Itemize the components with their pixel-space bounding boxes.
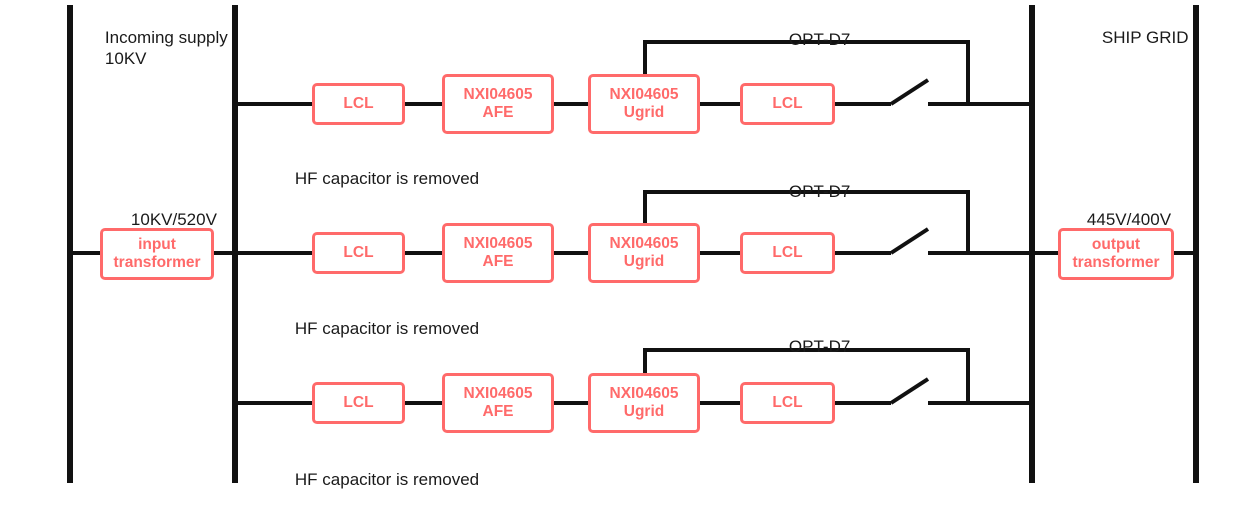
output-transformer-block[interactable]: output transformer (1058, 228, 1174, 280)
row2-lcl-output-label: LCL (772, 244, 803, 261)
row2-note-hf-capacitor: HF capacitor is removed (276, 297, 479, 360)
row3-lcl-output-label: LCL (772, 394, 803, 411)
row3-lcl-input-block[interactable]: LCL (312, 382, 405, 424)
row1-lcl-output-block[interactable]: LCL (740, 83, 835, 125)
row1-ugrid-label-line2: Ugrid (623, 104, 665, 121)
row1-ugrid-label-line1: NXI04605 (609, 86, 679, 103)
row1-disconnector-blade[interactable] (889, 78, 930, 106)
row3-ugrid-label-line2: Ugrid (623, 403, 665, 420)
label-incoming-supply-line1: Incoming supply (104, 28, 228, 47)
output-transformer-line1: output (1091, 236, 1141, 253)
row2-label-opt-d7: OPT-D7 (770, 160, 850, 223)
row2-ugrid-label-line1: NXI04605 (609, 235, 679, 252)
row3-lcl-input-label: LCL (343, 394, 374, 411)
row3-afe-label-line1: NXI04605 (463, 385, 533, 402)
label-ship-grid-text: SHIP GRID (1101, 28, 1189, 47)
label-output-ratio-text: 445V/400V (1086, 210, 1172, 229)
row3-note-text: HF capacitor is removed (294, 470, 480, 489)
row1-afe-label-line1: NXI04605 (463, 86, 533, 103)
row2-disconnector-blade[interactable] (889, 227, 930, 255)
row1-lcl-input-block[interactable]: LCL (312, 83, 405, 125)
row1-lcl-input-label: LCL (343, 95, 374, 112)
row1-note-text: HF capacitor is removed (294, 169, 480, 188)
row2-afe-label-line2: AFE (482, 253, 514, 270)
row3-ugrid-label-line1: NXI04605 (609, 385, 679, 402)
label-input-ratio-text: 10KV/520V (130, 210, 217, 229)
label-input-transformer-ratio: 10KV/520V (112, 188, 217, 251)
row1-afe-converter-block[interactable]: NXI04605 AFE (442, 74, 554, 134)
row1-opt-d7-bypass-jumper (643, 40, 970, 104)
row1-label-opt-d7: OPT-D7 (770, 8, 850, 71)
row2-afe-converter-block[interactable]: NXI04605 AFE (442, 223, 554, 283)
label-output-transformer-ratio: 445V/400V (1068, 188, 1171, 251)
input-transformer-line2: transformer (113, 254, 201, 271)
input-transformer-line1: input (138, 236, 176, 253)
row2-opt-d7-bypass-jumper (643, 190, 970, 253)
row2-ugrid-converter-block[interactable]: NXI04605 Ugrid (588, 223, 700, 283)
row3-opt-d7-text: OPT-D7 (788, 337, 851, 356)
row1-lcl-output-label: LCL (772, 95, 803, 112)
row1-note-hf-capacitor: HF capacitor is removed (276, 147, 479, 210)
row3-lcl-output-block[interactable]: LCL (740, 382, 835, 424)
row2-lcl-input-block[interactable]: LCL (312, 232, 405, 274)
row2-afe-label-line1: NXI04605 (463, 235, 533, 252)
input-transformer-block[interactable]: input transformer (100, 228, 214, 280)
label-ship-grid: SHIP GRID (1083, 6, 1189, 69)
row3-note-hf-capacitor: HF capacitor is removed (276, 448, 479, 509)
label-incoming-supply-line2: 10KV (104, 49, 147, 68)
row3-afe-label-line2: AFE (482, 403, 514, 420)
row1-afe-label-line2: AFE (482, 104, 514, 121)
row3-disconnector-blade[interactable] (889, 377, 930, 405)
row2-lcl-output-block[interactable]: LCL (740, 232, 835, 274)
row2-ugrid-label-line2: Ugrid (623, 253, 665, 270)
label-incoming-supply: Incoming supply 10KV (86, 6, 228, 90)
row3-label-opt-d7: OPT-D7 (770, 315, 850, 378)
row3-afe-converter-block[interactable]: NXI04605 AFE (442, 373, 554, 433)
output-transformer-line2: transformer (1072, 254, 1160, 271)
row3-ugrid-converter-block[interactable]: NXI04605 Ugrid (588, 373, 700, 433)
row1-opt-d7-text: OPT-D7 (788, 30, 851, 49)
row2-note-text: HF capacitor is removed (294, 319, 480, 338)
row2-opt-d7-text: OPT-D7 (788, 182, 851, 201)
row2-lcl-input-label: LCL (343, 244, 374, 261)
row1-ugrid-converter-block[interactable]: NXI04605 Ugrid (588, 74, 700, 134)
